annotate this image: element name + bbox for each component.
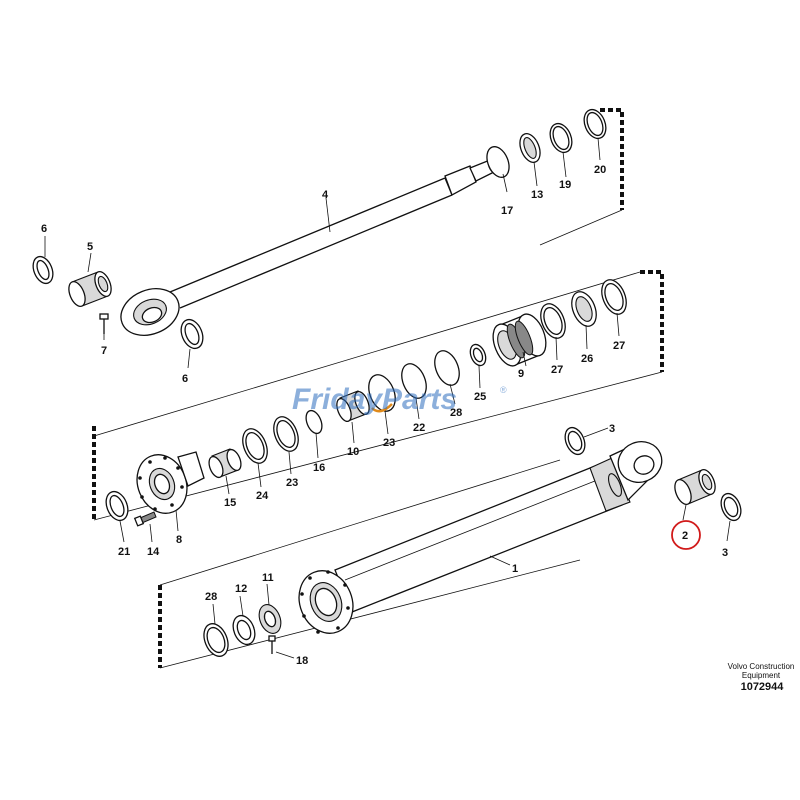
callout-26: 26 <box>581 353 593 365</box>
callout-22: 22 <box>413 422 425 434</box>
callout-28-bottom: 28 <box>205 591 217 603</box>
seal-24 <box>242 428 268 464</box>
watermark-text: FridayParts <box>292 383 457 416</box>
seal-16 <box>305 409 323 435</box>
seal-ring-6a <box>32 255 54 285</box>
highlight-circle-2 <box>671 520 701 550</box>
footer-company: Volvo Construction <box>728 662 795 671</box>
callout-13: 13 <box>531 189 543 201</box>
callout-19: 19 <box>559 179 571 191</box>
callout-4: 4 <box>322 189 329 201</box>
bracket-line-middle-high <box>93 271 641 437</box>
bushing-5 <box>68 271 112 307</box>
seal-12 <box>232 614 256 646</box>
seal-23b <box>273 416 299 452</box>
piston-rod <box>120 158 497 336</box>
bracket-line-bottom-high <box>159 459 561 586</box>
cylinder-head-8 <box>136 451 205 514</box>
callout-18: 18 <box>296 655 308 667</box>
seal-28b <box>203 623 229 657</box>
bushing-15 <box>208 448 242 479</box>
bushing-10 <box>336 390 370 423</box>
grease-nipple-7 <box>99 313 109 334</box>
callout-14: 14 <box>147 546 160 558</box>
cylinder-tube-group: 3 2 3 1 28 12 11 18 <box>158 423 742 669</box>
callout-12: 12 <box>235 583 247 595</box>
callout-17: 17 <box>501 205 513 217</box>
seal-22 <box>401 363 427 399</box>
callout-23-bottom: 23 <box>286 477 298 489</box>
seal-27a <box>540 303 566 339</box>
callout-1: 1 <box>512 563 518 575</box>
callout-3-bottom: 3 <box>722 547 728 559</box>
bushing-2 <box>674 469 716 505</box>
callout-8: 8 <box>176 534 182 546</box>
callout-21: 21 <box>118 546 130 558</box>
bracket-line-top <box>539 209 623 246</box>
piston-rod-group: 4 17 13 19 20 6 5 7 6 <box>32 108 624 385</box>
callout-15: 15 <box>224 497 236 509</box>
footer-ref-number: 1072944 <box>741 681 785 693</box>
seal-ring-3a <box>564 426 586 456</box>
group-bracket-middle <box>640 270 664 372</box>
piston-head-group: 9 27 26 27 25 28 22 23 10 16 23 24 15 21… <box>92 270 664 558</box>
callout-23-top: 23 <box>383 437 395 449</box>
callout-3-top: 3 <box>609 423 615 435</box>
seal-13 <box>519 133 541 163</box>
cylinder-tube-1 <box>298 441 663 634</box>
callout-10: 10 <box>347 446 359 458</box>
callout-16: 16 <box>313 462 325 474</box>
seal-19 <box>549 122 573 154</box>
seal-25 <box>469 343 487 367</box>
callout-2: 2 <box>682 530 688 542</box>
footer-company-line2: Equipment <box>742 671 781 680</box>
callout-27-left: 27 <box>551 364 563 376</box>
watermark-registered: ® <box>500 385 507 395</box>
seal-ring-3b <box>720 492 742 522</box>
callout-6-right: 6 <box>182 373 188 385</box>
callout-7: 7 <box>101 345 107 357</box>
piston-9 <box>492 313 547 367</box>
callout-9: 9 <box>518 368 524 380</box>
seal-ring-6b <box>180 318 204 350</box>
bracket-line-bottom <box>159 559 581 669</box>
nut-11 <box>258 604 282 634</box>
bracket-line-middle-low <box>93 371 663 521</box>
callout-28-top: 28 <box>450 407 462 419</box>
callout-5: 5 <box>87 241 93 253</box>
callout-27-right: 27 <box>613 340 625 352</box>
seal-20 <box>583 108 607 140</box>
callout-25: 25 <box>474 391 486 403</box>
seal-26 <box>571 291 597 327</box>
group-bracket-top <box>600 108 624 210</box>
bolt-14 <box>133 511 157 527</box>
watermark: FridayParts ® <box>292 383 507 416</box>
seal-23-highlight <box>368 374 396 413</box>
set-screw-18 <box>268 635 276 654</box>
callout-24: 24 <box>256 490 269 502</box>
seal-21 <box>105 490 129 522</box>
seal-28a <box>434 350 460 386</box>
callout-6-left: 6 <box>41 223 47 235</box>
seal-27b <box>601 279 627 315</box>
callout-20: 20 <box>594 164 606 176</box>
footer: Volvo Construction Equipment 1072944 <box>728 662 795 693</box>
callout-11: 11 <box>262 572 274 584</box>
